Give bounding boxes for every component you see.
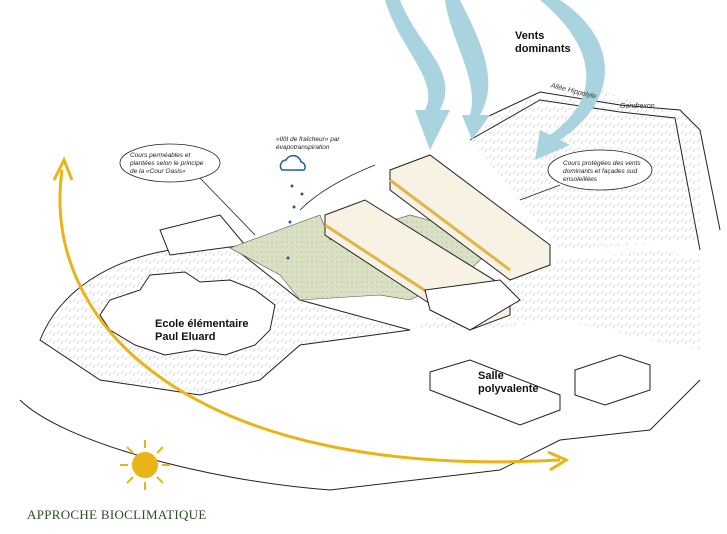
wind-arrow bbox=[535, 0, 605, 160]
wind-arrow bbox=[385, 0, 450, 150]
boundary bbox=[19, 379, 701, 491]
main-building-wing-1 bbox=[389, 154, 551, 281]
school-building bbox=[99, 271, 276, 356]
annex-building bbox=[574, 354, 651, 406]
callout-bubble bbox=[547, 149, 653, 191]
page-title: APPROCHE BIOCLIMATIQUE bbox=[27, 507, 207, 522]
sun-path-arrow bbox=[58, 169, 561, 464]
cloud-icon bbox=[279, 154, 306, 171]
callout-oasis: Cours perméables et plantées selon le pr… bbox=[130, 152, 204, 175]
hall-building bbox=[429, 359, 561, 426]
wind-label: Vents dominants bbox=[515, 30, 571, 55]
callout-cool-island: «Ilôt de fraîcheur» par évapotranspirati… bbox=[276, 136, 340, 151]
hall-label: Salle polyvalente bbox=[478, 370, 539, 395]
rain-drops-icon bbox=[286, 184, 304, 260]
road-line bbox=[469, 99, 701, 251]
road-line bbox=[469, 91, 721, 231]
callout-bubble bbox=[119, 143, 221, 183]
sun-icon bbox=[120, 440, 170, 490]
callout-protected: Cours protégées des vents dominants et f… bbox=[563, 160, 641, 183]
wind-arrow bbox=[445, 0, 490, 140]
road-label: Gondrexon bbox=[620, 103, 655, 110]
school-label: Ecole élémentaire Paul Eluard bbox=[155, 318, 249, 343]
